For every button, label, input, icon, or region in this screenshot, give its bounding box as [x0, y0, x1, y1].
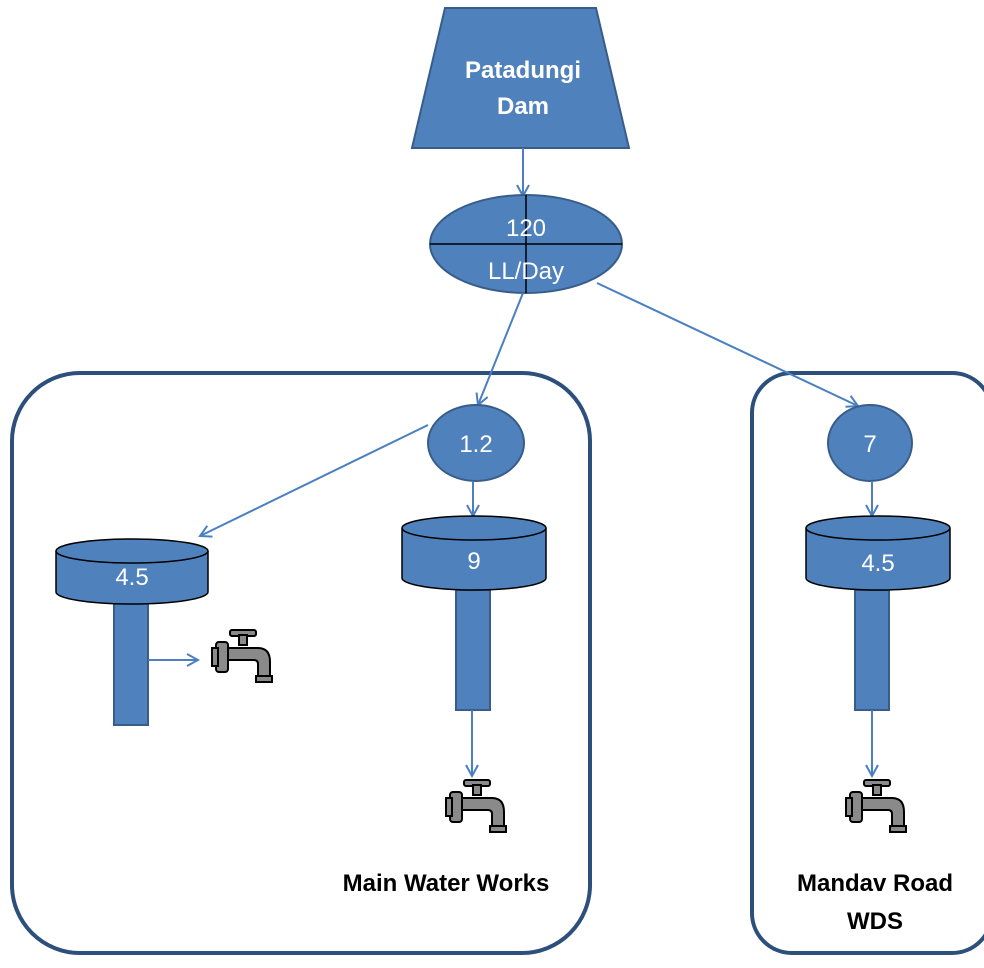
left-tank-value: 4.5 [115, 564, 148, 591]
mandav-road-label-line2: WDS [847, 908, 903, 935]
main-water-works-label: Main Water Works [343, 870, 550, 897]
water-tap-icon [445, 779, 507, 833]
mandav-water-tank [805, 515, 951, 711]
supply-unit: LL/Day [488, 258, 564, 285]
mandav-node-value: 7 [863, 431, 876, 458]
dam-shape [410, 7, 631, 149]
zone-main-water-works [10, 371, 592, 955]
water-tap-icon [211, 629, 273, 683]
right-tank-value: 9 [467, 548, 480, 575]
dam-label-line1: Patadungi [465, 57, 581, 84]
dam-label-line2: Dam [497, 93, 549, 120]
main-node-value: 1.2 [459, 431, 492, 458]
supply-value: 120 [506, 215, 546, 242]
mandav-node-ellipse [827, 404, 913, 482]
right-water-tank [401, 515, 547, 711]
water-tap-icon [845, 779, 907, 833]
left-water-tank [55, 538, 209, 726]
mandav-road-label-line1: Mandav Road [797, 870, 953, 897]
zone-mandav-road-wds [750, 371, 984, 955]
arrow-supply-to-mandav-node [596, 282, 858, 406]
arrow-main-node-to-left-tank [200, 424, 429, 536]
main-node-ellipse [427, 404, 525, 482]
mandav-tank-value: 4.5 [861, 550, 894, 577]
arrow-supply-to-main-node [478, 292, 524, 405]
